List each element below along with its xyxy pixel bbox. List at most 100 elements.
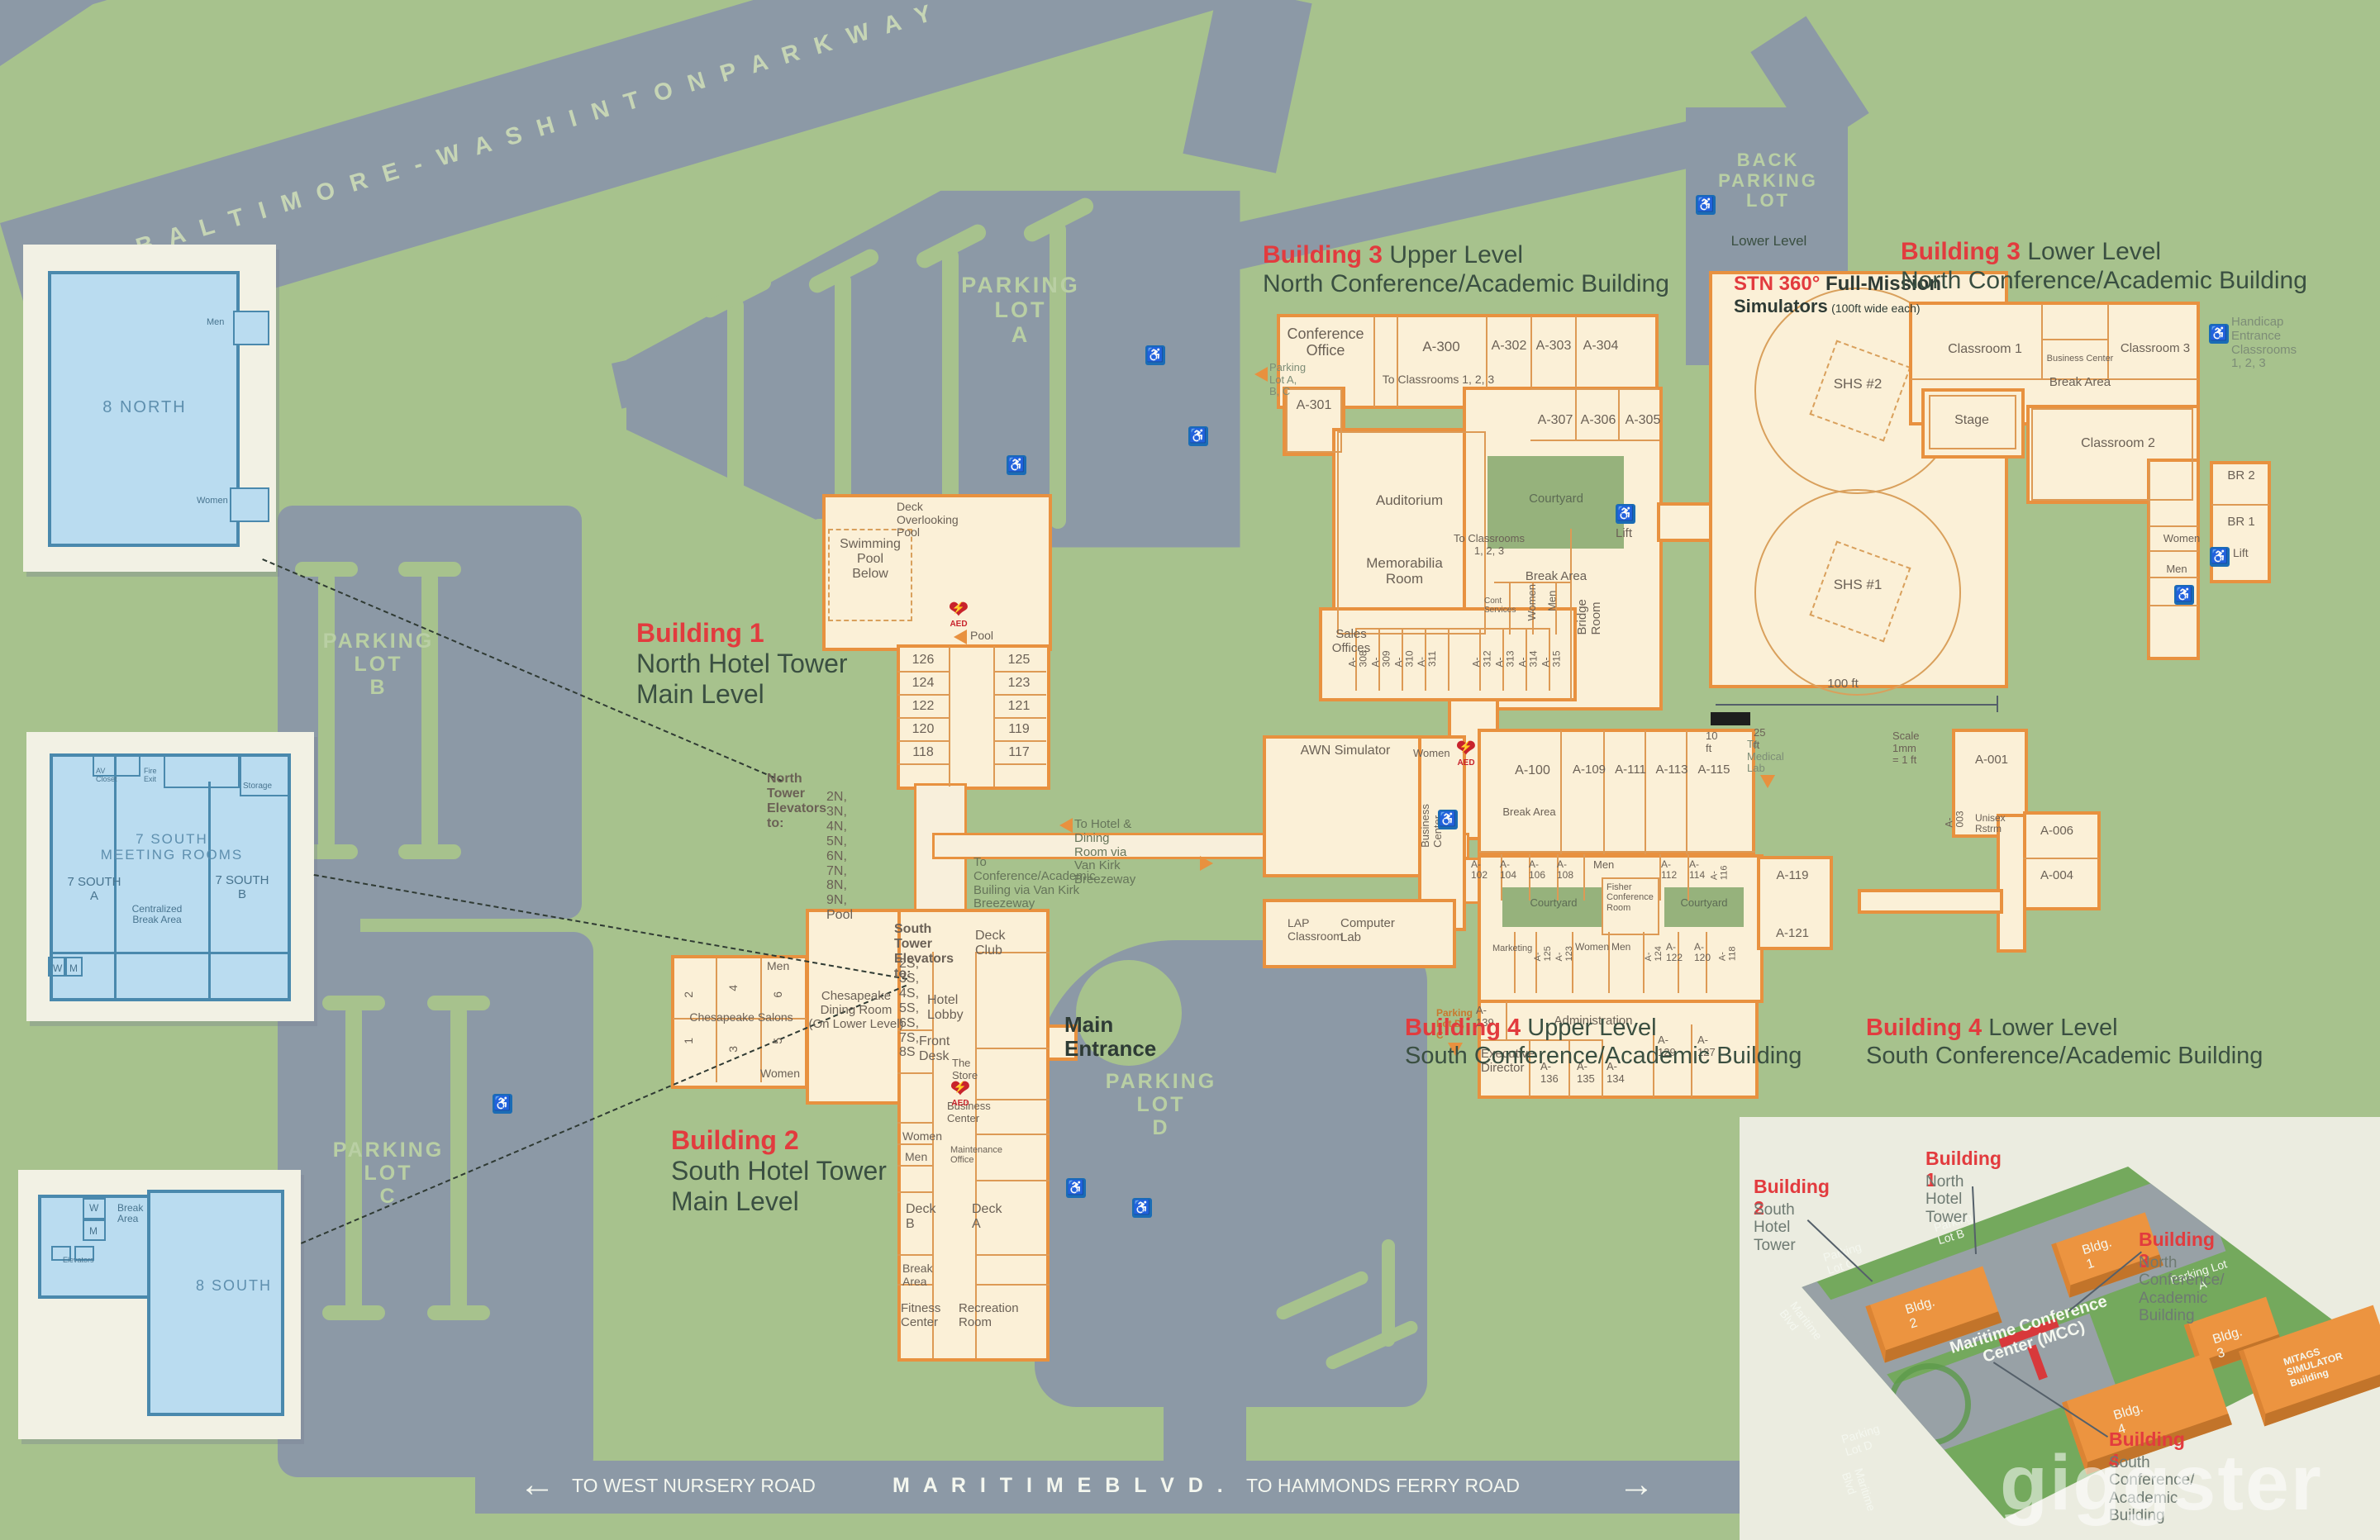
map-label: PARKING LOT A [961, 273, 1080, 348]
wall [977, 1284, 1050, 1286]
map-label: 7 SOUTH A [67, 875, 121, 903]
map-label: 7 SOUTH MEETING ROOMS [100, 831, 244, 863]
map-label: Parking Lot A, B, C [1269, 361, 1307, 398]
parkway-label: B A L T I M O R E - W A S H I N T O N P … [132, 0, 940, 261]
map-label: A-310 [1392, 650, 1416, 668]
wall [897, 1143, 934, 1145]
handicap-icon: ♿ [1438, 810, 1458, 829]
building2-entrance-vestibule [1046, 1024, 1078, 1061]
wall [1337, 431, 1486, 635]
map-label: South Tower Elevators to: [894, 922, 954, 981]
wall [995, 694, 1046, 696]
wall [716, 958, 717, 1082]
map-label: 118 [912, 745, 934, 759]
map-label: To Classrooms 1, 2, 3 [1382, 373, 1495, 386]
north-access-road [1183, 0, 1312, 173]
map-label: Chesapeake Salons [689, 1010, 793, 1024]
wall [1602, 1039, 1603, 1097]
inset-8north-women [230, 487, 269, 522]
map-label: A-122 [1666, 941, 1683, 964]
wall [977, 952, 1050, 953]
map-label: A-113 [1655, 763, 1688, 777]
map-label: A-305 [1625, 413, 1661, 427]
handicap-icon: ♿ [1616, 504, 1635, 524]
building4-north-block [1478, 729, 1755, 854]
map-label: Break Area [117, 1202, 144, 1225]
handicap-icon: ♿ [2210, 547, 2230, 567]
aed-icon: ❤⚡AED [950, 1076, 971, 1108]
map-label: To Medical Lab [1747, 738, 1784, 775]
wall [1286, 388, 1342, 453]
leader-line [1716, 704, 1998, 706]
wall [897, 1165, 934, 1167]
wall [993, 646, 995, 787]
wall [1691, 1024, 1692, 1097]
map-label: North Tower Elevators to: [767, 772, 827, 830]
map-label: A-112 [1661, 858, 1678, 882]
map-label: A-315 [1540, 650, 1564, 668]
map-label: Hotel Lobby [927, 993, 964, 1022]
map-label: South Hotel Tower [1754, 1201, 1796, 1254]
map-label: Elevators [63, 1256, 94, 1264]
direction-arrow-icon [954, 630, 967, 644]
direction-arrow-icon [1059, 818, 1073, 833]
map-label: A-109 [1572, 763, 1606, 777]
building2-title: Building 2 South Hotel Tower Main Level [671, 1125, 887, 1217]
map-label: 6 [771, 991, 785, 998]
aed-icon: ❤⚡AED [1455, 735, 1477, 768]
building4-lower-east [2023, 811, 2101, 910]
wall [2149, 550, 2198, 552]
inset-8south-main [147, 1190, 284, 1416]
wall [897, 763, 949, 765]
building3-sim-connector [1657, 502, 1716, 542]
wall [977, 1134, 1050, 1135]
map-label: LAP Classroom [1288, 916, 1343, 943]
map-label: A-116 [1709, 865, 1730, 881]
wall [2211, 504, 2269, 506]
wall [1575, 316, 1577, 387]
map-label: Deck Club [975, 929, 1006, 958]
wall [1911, 378, 2198, 380]
map-label: 125 [1007, 653, 1031, 667]
map-label: 1 [682, 1037, 696, 1044]
wall [975, 952, 977, 1358]
handicap-icon: ♿ [1132, 1198, 1152, 1218]
wall [897, 1122, 934, 1124]
wall [1929, 395, 2016, 449]
wall [897, 1072, 934, 1074]
wall [1557, 854, 1559, 901]
wall [897, 671, 949, 673]
building4-lower-arm [1858, 889, 2003, 914]
map-label: Women [197, 496, 228, 506]
map-label: Maintenance Office [950, 1145, 1002, 1166]
map-label: Deck B [906, 1202, 936, 1231]
map-label: Memorabilia Room [1366, 555, 1443, 587]
map-label: North Hotel Tower [1925, 1173, 1968, 1226]
wall [949, 646, 950, 787]
wall [1494, 582, 1570, 583]
map-label: A-115 [1697, 763, 1730, 777]
map-label: Women [1526, 583, 1539, 621]
building3-lower-title: Building 3 Lower Level North Conference/… [1901, 238, 2307, 294]
wall [1535, 932, 1537, 993]
wall [995, 717, 1046, 719]
inset-8north-men [233, 311, 269, 345]
wall [1479, 628, 1481, 691]
map-label: 2 [682, 991, 696, 998]
wall [2107, 304, 2109, 378]
map-label: 122 [912, 699, 935, 713]
map-label: A-314 [1516, 650, 1540, 668]
map-label: A-306 [1580, 413, 1616, 427]
map-label: Fitness Center [901, 1301, 941, 1329]
map-label: A-312 [1470, 650, 1494, 668]
map-label: 7 SOUTH B [215, 873, 269, 901]
handicap-icon: ♿ [2209, 324, 2229, 344]
map-label: W [53, 962, 63, 974]
building2-salons [671, 955, 808, 1089]
wall [1532, 583, 1534, 635]
map-label: Men [1593, 858, 1615, 871]
building4-courtyard-east [1664, 887, 1744, 927]
corner-road [0, 0, 99, 66]
wall [897, 1284, 934, 1286]
map-label: Business Center [947, 1100, 991, 1124]
